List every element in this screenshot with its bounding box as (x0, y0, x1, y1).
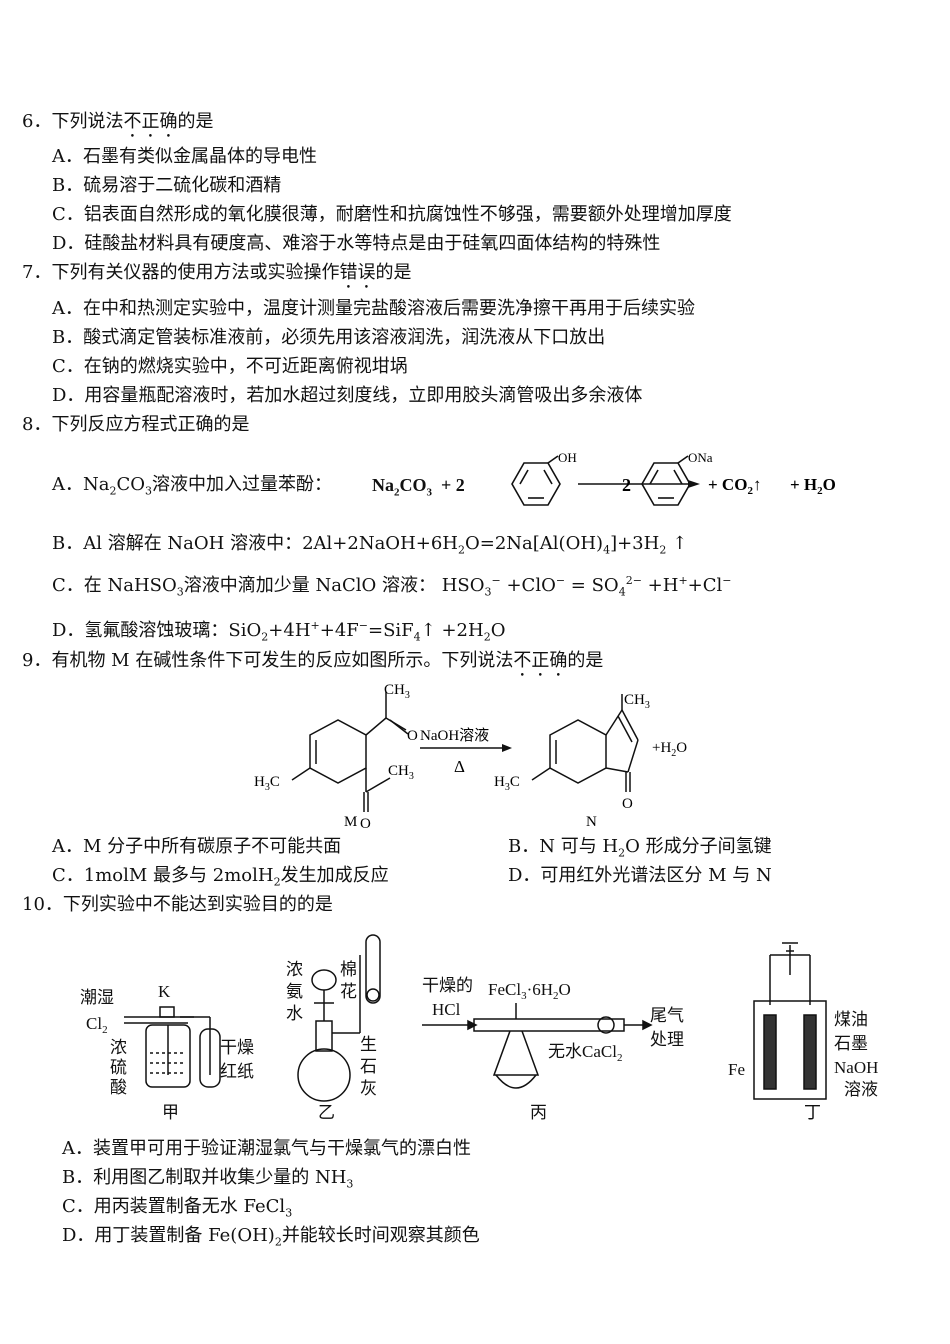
svg-text:HCl: HCl (432, 1000, 461, 1019)
m-ch3-right: CH3 (388, 763, 414, 782)
q9-option-d: D．可用红外光谱法区分 M 与 N (508, 865, 772, 886)
q6-stem: 6．下列说法不正确的是 (22, 110, 213, 134)
arrow-head (688, 480, 700, 488)
m-o-top: O (407, 728, 418, 744)
water-product: + H2O (790, 475, 836, 497)
coef-2: 2 (622, 475, 631, 495)
q6-option-d: D．硅酸盐材料具有硬度高、难溶于水等特点是由于硅氧四面体结构的特殊性 (52, 233, 661, 254)
q8-option-a-text: A．Na2CO3溶液中加入过量苯酚： (52, 474, 333, 498)
svg-text:水: 水 (286, 1004, 303, 1023)
svg-text:花: 花 (340, 982, 357, 1001)
svg-text:处理: 处理 (650, 1030, 684, 1049)
m-o-bottom: O (360, 816, 371, 832)
q7-option-c: C．在钠的燃烧实验中，不可近距离俯视坩埚 (52, 356, 408, 377)
q7-option-d: D．用容量瓶配溶液时，若加水超过刻度线，立即用胶头滴管吸出多余液体 (52, 385, 643, 406)
molecule-m (291, 692, 409, 812)
molecule-n (531, 694, 639, 792)
svg-text:石: 石 (360, 1057, 377, 1076)
label-ding: 丁 (804, 1103, 821, 1122)
q7-stem: 7．下列有关仪器的使用方法或实验操作错误的是 (22, 261, 411, 285)
apparatus-ding: 煤油 石墨 NaOH 溶液 Fe 丁 (728, 942, 878, 1122)
svg-text:Cl2: Cl2 (86, 1014, 108, 1036)
q7-option-a: A．在中和热测定实验中，温度计测量完盐酸溶液后需要洗净擦干再用于后续实验 (52, 298, 695, 319)
q10-option-a: A．装置甲可用于验证潮湿氯气与干燥氯气的漂白性 (62, 1138, 471, 1159)
apparatus-yi: 浓 氨 水 棉 花 生 石 灰 乙 (286, 934, 381, 1122)
svg-text:氨: 氨 (286, 982, 303, 1001)
svg-text:Fe: Fe (728, 1060, 745, 1079)
svg-text:NaOH: NaOH (834, 1058, 878, 1077)
label-jia: 甲 (162, 1103, 179, 1122)
svg-text:FeCl3·6H2O: FeCl3·6H2O (488, 980, 571, 1002)
svg-text:无水CaCl2: 无水CaCl2 (548, 1042, 622, 1064)
label-n: N (586, 814, 597, 830)
ona-label: ONa (688, 450, 713, 465)
q8-stem: 8．下列反应方程式正确的是 (22, 414, 250, 435)
n-ch3: CH3 (624, 692, 650, 711)
q10-option-d: D．用丁装置制备 Fe(OH)2并能较长时间观察其颜色 (62, 1225, 480, 1249)
sodium-phenoxide-ring (641, 455, 691, 506)
q10-apparatus-figure: 潮湿 Cl2 K 浓 硫 酸 干燥 红纸 甲 (80, 934, 878, 1122)
q6-option-c: C．铝表面自然形成的氧化膜很薄，耐磨性和抗腐蚀性不够强，需要额外处理增加厚度 (52, 204, 732, 225)
phenol-ring (511, 455, 561, 506)
q10-option-c: C．用丙装置制备无水 FeCl3 (62, 1196, 293, 1220)
q10-option-b: B．利用图乙制取并收集少量的 NH3 (62, 1167, 354, 1191)
svg-text:硫: 硫 (110, 1058, 127, 1077)
apparatus-jia: 潮湿 Cl2 K 浓 硫 酸 干燥 红纸 甲 (80, 982, 254, 1122)
svg-text:煤油: 煤油 (834, 1010, 868, 1029)
label-yi: 乙 (318, 1103, 335, 1122)
q8-option-a-reactant: Na2CO3 + 2 (372, 475, 465, 499)
q8-option-c: C．在 NaHSO3溶液中滴加少量 NaClO 溶液： HSO3− +ClO− … (52, 574, 732, 599)
m-ch3-top: CH3 (384, 682, 410, 701)
apparatus-bing: 干燥的 HCl FeCl3·6H2O 尾气 处理 无水CaCl2 丙 (422, 976, 684, 1122)
svg-text:石墨: 石墨 (834, 1034, 868, 1053)
q9-option-c: C．1molM 最多与 2molH2发生加成反应 (52, 865, 389, 889)
q7-option-b: B．酸式滴定管装标准液前，必须先用该溶液润洗，润洗液从下口放出 (52, 327, 606, 348)
q8-option-d: D．氢氟酸溶蚀玻璃：SiO2+4H++4F−=SiF4↑ +2H2O (52, 619, 506, 644)
heat-label: Δ (454, 757, 465, 776)
svg-text:生: 生 (360, 1035, 377, 1054)
svg-text:灰: 灰 (360, 1079, 377, 1098)
water-byproduct: +H2O (652, 740, 687, 759)
q8-option-b: B．Al 溶解在 NaOH 溶液中：2Al+2NaOH+6H2O=2Na[Al(… (52, 533, 688, 557)
svg-text:干燥的: 干燥的 (422, 976, 473, 995)
q9-option-a: A．M 分子中所有碳原子不可能共面 (52, 836, 342, 857)
q9-reaction-scheme: CH3 O CH3 O H3C NaOH溶液 Δ CH3 O H3C +H2O … (254, 682, 687, 832)
q9-option-b: B．N 可与 H2O 形成分子间氢键 (508, 836, 772, 860)
q9-stem: 9．有机物 M 在碱性条件下可发生的反应如图所示。下列说法不正确的是 (22, 649, 603, 673)
svg-text:浓: 浓 (286, 960, 303, 979)
svg-text:干燥: 干燥 (220, 1038, 254, 1057)
svg-text:K: K (158, 982, 171, 1001)
n-o: O (622, 796, 633, 812)
q10-stem: 10．下列实验中不能达到实验目的的是 (22, 894, 333, 915)
m-h3c: H3C (254, 774, 280, 793)
svg-text:酸: 酸 (110, 1078, 127, 1097)
svg-text:溶液: 溶液 (844, 1080, 878, 1099)
q6-option-a: A．石墨有类似金属晶体的导电性 (52, 146, 317, 167)
svg-text:红纸: 红纸 (220, 1062, 254, 1081)
svg-text:棉: 棉 (340, 960, 357, 979)
n-h3c: H3C (494, 774, 520, 793)
svg-text:浓: 浓 (110, 1038, 127, 1057)
label-m: M (344, 814, 357, 830)
oh-label: OH (558, 450, 577, 465)
reagent-label: NaOH溶液 (420, 727, 489, 744)
label-bing: 丙 (530, 1103, 547, 1122)
q8-phenol-reaction: OH 2 ONa + CO2↑ + H2O (511, 450, 836, 506)
svg-text:潮湿: 潮湿 (80, 988, 114, 1007)
arrow-head-q9 (502, 744, 512, 752)
svg-text:尾气: 尾气 (650, 1006, 684, 1025)
q6-option-b: B．硫易溶于二硫化碳和酒精 (52, 175, 282, 196)
co2-product: + CO2↑ (708, 475, 761, 497)
